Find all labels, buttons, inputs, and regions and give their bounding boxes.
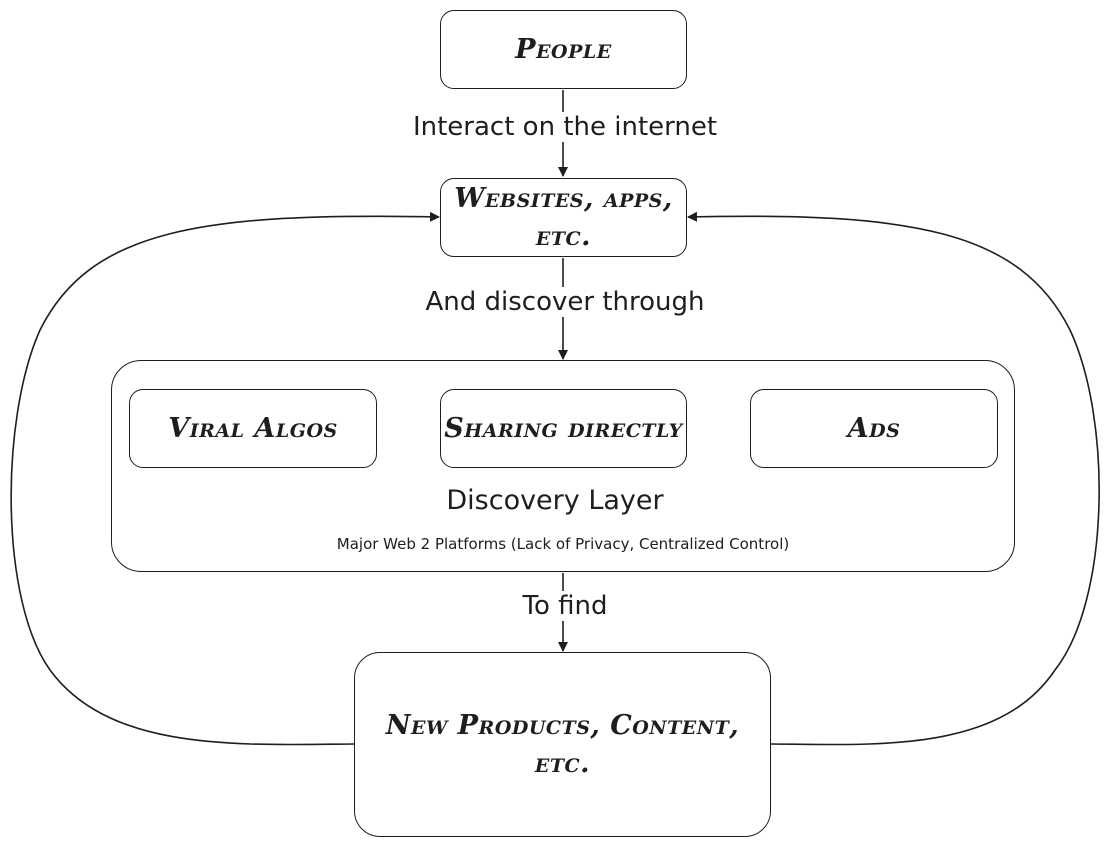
loop-arrow-right — [687, 211, 1100, 746]
loop-arrow-left — [10, 211, 440, 746]
products-node: New Products, Content, etc. — [354, 652, 771, 837]
discovery-layer-title: Discovery Layer — [446, 485, 664, 516]
products-label: New Products, Content, etc. — [385, 709, 740, 779]
viral-algos-label: Viral Algos — [168, 412, 338, 444]
edge-label-interact: Interact on the internet — [404, 112, 726, 142]
discovery-layer-subtitle: Major Web 2 Platforms (Lack of Privacy, … — [336, 535, 790, 553]
people-node: People — [440, 10, 687, 89]
ads-label: Ads — [847, 412, 901, 444]
ads-node: Ads — [750, 389, 998, 468]
edge-label-discover: And discover through — [418, 287, 712, 317]
people-label: People — [515, 33, 612, 65]
websites-node: Websites, apps, etc. — [440, 178, 687, 257]
sharing-directly-node: Sharing directly — [440, 389, 687, 468]
viral-algos-node: Viral Algos — [129, 389, 377, 468]
websites-label: Websites, apps, etc. — [454, 182, 673, 252]
edge-label-find: To find — [508, 591, 622, 621]
sharing-directly-label: Sharing directly — [444, 412, 683, 444]
